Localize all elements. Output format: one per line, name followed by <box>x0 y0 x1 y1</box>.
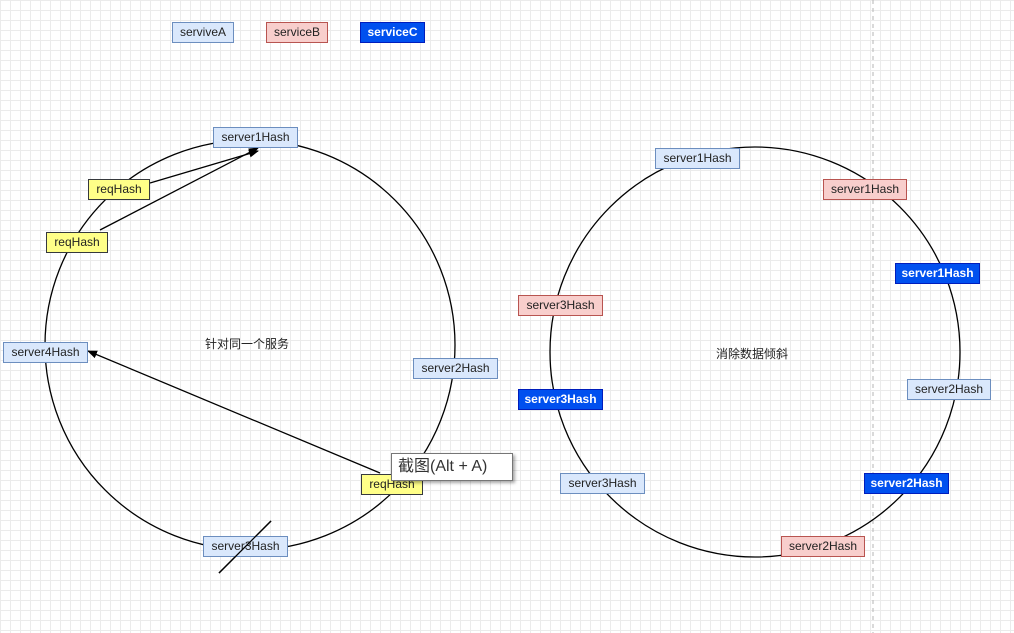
right-service-b-server3-hash[interactable]: server3Hash <box>518 295 603 316</box>
arrow-req-mid-to-server1[interactable] <box>99 147 259 231</box>
right-hash-ring[interactable] <box>549 146 961 558</box>
left-server3-hash[interactable]: server3Hash <box>203 536 288 557</box>
right-ring-center-label: 消除数据倾斜 <box>716 347 789 361</box>
legend-service-b[interactable]: serviceB <box>266 22 328 43</box>
legend-service-c[interactable]: serviceC <box>360 22 425 43</box>
left-server2-hash[interactable]: server2Hash <box>413 358 498 379</box>
left-server4-hash[interactable]: server4Hash <box>3 342 88 363</box>
left-server1-hash[interactable]: server1Hash <box>213 127 298 148</box>
left-req-hash-mid[interactable]: reqHash <box>46 232 108 253</box>
right-service-a-server3-hash[interactable]: server3Hash <box>560 473 645 494</box>
screenshot-tooltip: 截图(Alt + A) <box>391 453 513 481</box>
left-ring-center-label: 针对同一个服务 <box>205 337 290 351</box>
right-service-a-server2-hash[interactable]: server2Hash <box>907 379 991 400</box>
legend-service-a[interactable]: serviveA <box>172 22 234 43</box>
right-service-a-server1-hash[interactable]: server1Hash <box>655 148 740 169</box>
arrow-req-bottom-to-server4[interactable] <box>87 350 381 474</box>
left-req-hash-top[interactable]: reqHash <box>88 179 150 200</box>
right-service-b-server1-hash[interactable]: server1Hash <box>823 179 907 200</box>
right-service-c-server1-hash[interactable]: server1Hash <box>895 263 980 284</box>
right-service-c-server2-hash[interactable]: server2Hash <box>864 473 949 494</box>
right-service-c-server3-hash[interactable]: server3Hash <box>518 389 603 410</box>
arrow-req-top-to-server1[interactable] <box>149 149 259 184</box>
right-service-b-server2-hash[interactable]: server2Hash <box>781 536 865 557</box>
